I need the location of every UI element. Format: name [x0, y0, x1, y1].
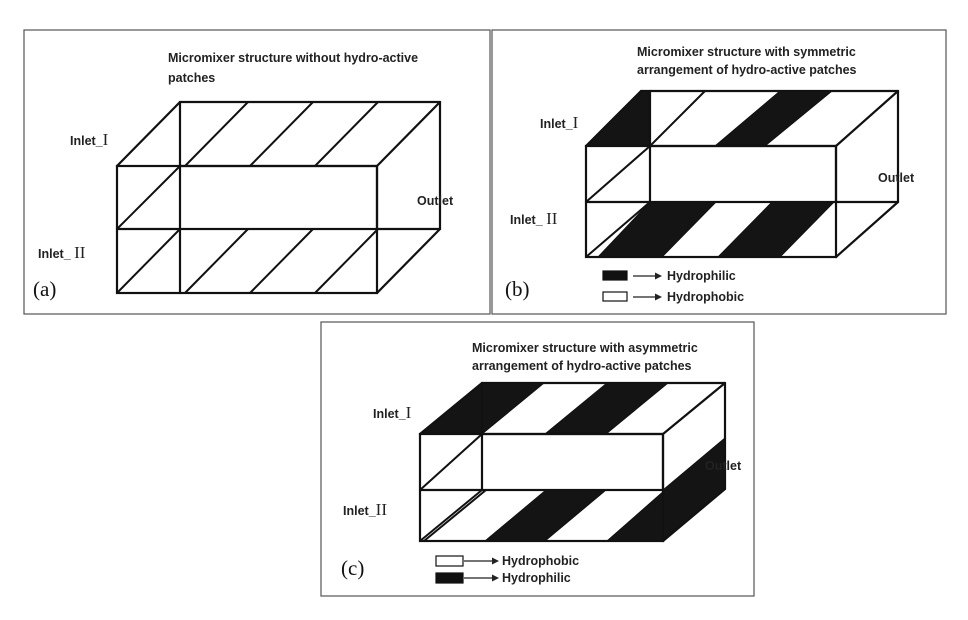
legend-arrowhead	[655, 293, 662, 301]
stripe-line	[585, 145, 651, 203]
panel-a-title-line2: patches	[168, 71, 215, 85]
panel-b-title-line1: Micromixer structure with symmetric	[637, 45, 856, 59]
outlet-label: Outlet	[705, 459, 742, 473]
panel-c-frame	[320, 321, 755, 597]
panel-c: Micromixer structure with asymmetric arr…	[320, 321, 755, 597]
legend-label: Hydrophilic	[667, 269, 736, 283]
channel-depth-edge	[661, 381, 727, 436]
stripe-line	[419, 433, 483, 491]
legend-arrowhead	[492, 557, 499, 565]
stripe-line	[249, 101, 314, 167]
channel-depth-edge	[584, 89, 643, 148]
channel-depth-edge	[375, 227, 442, 295]
panel-c-title-line1: Micromixer structure with asymmetric	[472, 341, 698, 355]
panel-a-title-line1: Micromixer structure without hydro-activ…	[168, 51, 418, 65]
panel-a: Micromixer structure without hydro-activ…	[23, 29, 491, 315]
channel-inner-window	[480, 432, 665, 492]
legend-swatch-hydrophobic	[435, 555, 464, 567]
legend-swatch-hydrophobic	[602, 291, 628, 302]
channel-depth-edge	[115, 100, 182, 168]
stripe-line	[314, 101, 379, 167]
outlet-label: Outlet	[878, 171, 915, 185]
legend-arrowhead	[655, 272, 662, 280]
stripe-line	[419, 489, 483, 542]
legend-label: Hydrophilic	[502, 571, 571, 585]
panel-a-frame	[23, 29, 491, 315]
channel-depth-edge	[661, 487, 727, 543]
panel-b: Micromixer structure with symmetric arra…	[491, 29, 947, 315]
inlet-2-label: Inlet_ II	[510, 209, 558, 228]
legend-c: Hydrophobic Hydrophilic	[435, 554, 579, 585]
legend-swatch-hydrophilic	[435, 572, 464, 584]
stripe-line	[649, 90, 706, 147]
legend-arrowhead	[492, 574, 499, 582]
inlet-2-label: Inlet_ II	[38, 243, 86, 262]
stripe-line	[116, 165, 181, 230]
stripe-line	[423, 489, 487, 542]
channel-inner-window	[178, 164, 379, 231]
stripe-line	[314, 228, 379, 294]
stripe-line	[184, 101, 249, 167]
legend-label: Hydrophobic	[667, 290, 744, 304]
stripe-line	[249, 228, 314, 294]
channel-inner-window	[648, 144, 838, 204]
inlet-1-label: Inlet_I	[373, 403, 412, 422]
stripe-line	[116, 228, 181, 294]
panel-a-letter: (a)	[33, 277, 56, 301]
channel-box-c	[418, 381, 727, 543]
outlet-label: Outlet	[417, 194, 454, 208]
legend-label: Hydrophobic	[502, 554, 579, 568]
channel-box-b	[584, 89, 900, 259]
channel-depth-edge	[834, 89, 900, 148]
panel-b-title-line2: arrangement of hydro-active patches	[637, 63, 857, 77]
channel-depth-edge	[418, 381, 484, 436]
stripe-line	[585, 201, 651, 258]
channel-depth-edge	[375, 100, 442, 168]
panel-c-letter: (c)	[341, 556, 364, 580]
legend-b: Hydrophilic Hydrophobic	[602, 269, 744, 304]
channel-depth-edge	[834, 200, 900, 259]
inlet-2-label: Inlet_II	[343, 500, 387, 519]
inlet-1-label: Inlet_I	[70, 130, 109, 149]
panel-b-frame	[491, 29, 947, 315]
panel-c-title-line2: arrangement of hydro-active patches	[472, 359, 692, 373]
inlet-1-label: Inlet_I	[540, 113, 579, 132]
stripe-line	[184, 228, 249, 294]
channel-box-a	[115, 100, 442, 295]
panel-b-letter: (b)	[505, 277, 530, 301]
legend-swatch-hydrophilic	[602, 270, 628, 281]
